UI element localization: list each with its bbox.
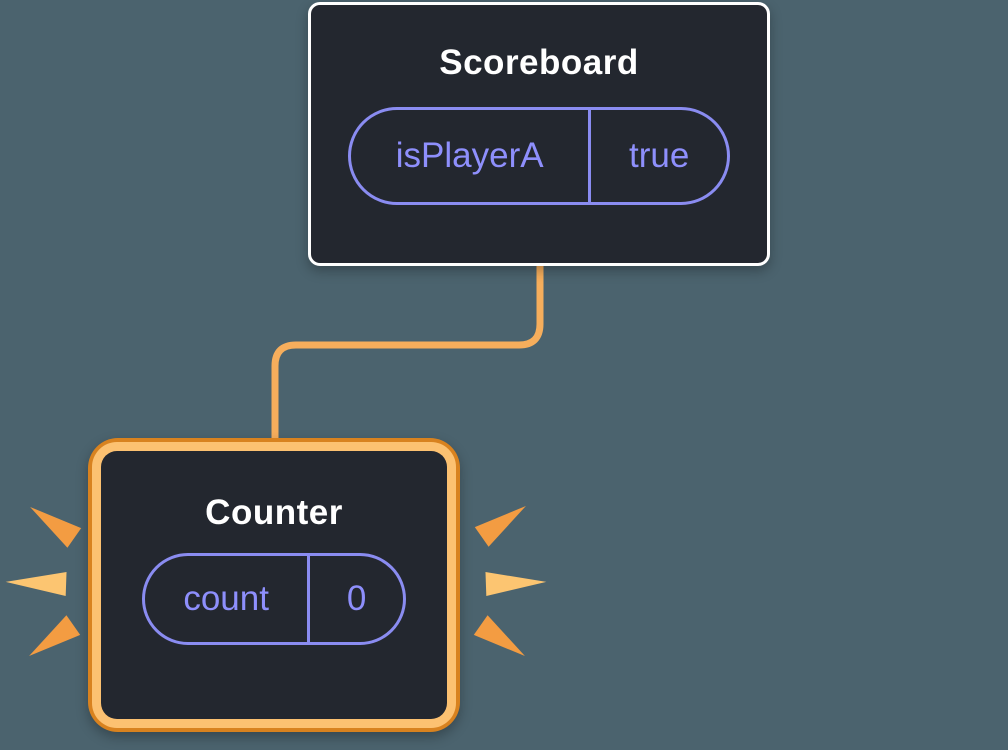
counter-highlight-ring: Counter count 0 [88, 438, 460, 732]
counter-component-card: Counter count 0 [101, 451, 447, 719]
scoreboard-component-card: Scoreboard isPlayerA true [308, 2, 770, 266]
scoreboard-state-key: isPlayerA [395, 136, 544, 175]
counter-highlight-band: Counter count 0 [92, 442, 456, 728]
counter-state-value: 0 [346, 579, 367, 618]
counter-state-pill: count 0 [142, 553, 406, 645]
spark-burst-right [473, 505, 547, 657]
scoreboard-state-pill: isPlayerA true [348, 107, 730, 205]
spark-icon [5, 572, 67, 597]
pill-divider [588, 110, 592, 202]
spark-icon [29, 615, 81, 657]
spark-icon [474, 505, 526, 547]
scoreboard-title: Scoreboard [439, 43, 639, 82]
connector-line [271, 256, 544, 454]
spark-burst-left [5, 506, 82, 657]
counter-title: Counter [205, 493, 343, 532]
spark-icon [485, 572, 547, 597]
pill-divider [307, 556, 311, 642]
counter-state-key: count [183, 579, 269, 618]
scoreboard-state-value: true [629, 136, 690, 175]
spark-icon [30, 506, 82, 548]
spark-icon [473, 615, 525, 657]
